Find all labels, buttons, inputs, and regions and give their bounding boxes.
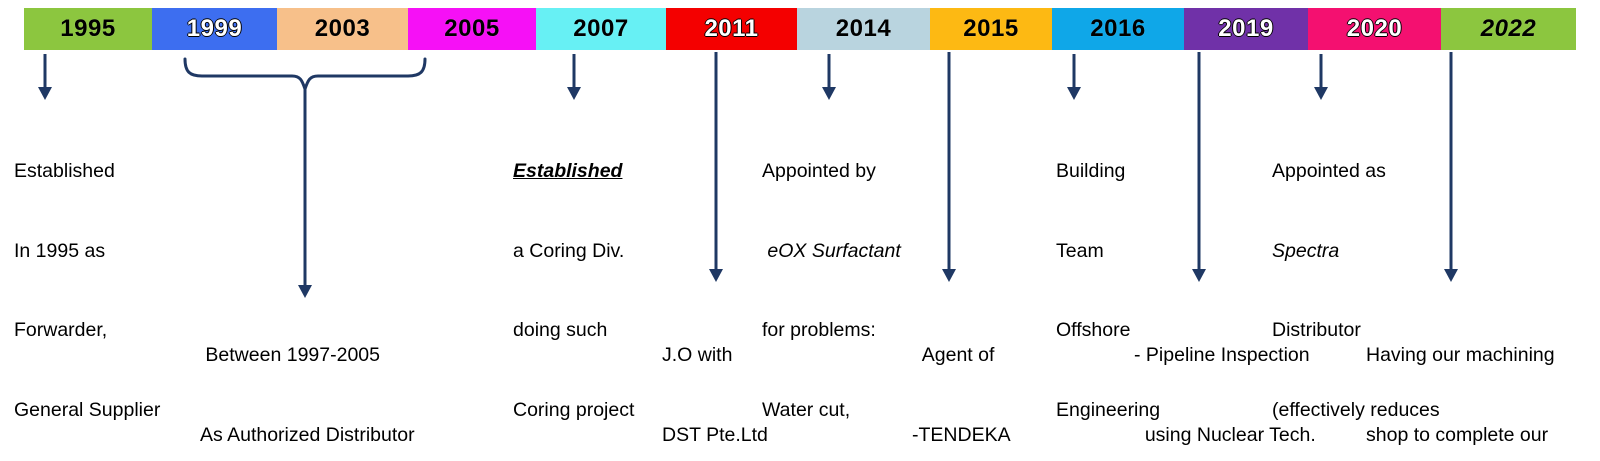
note-1999-2003: Between 1997-2005 As Authorized Distribu…	[200, 289, 415, 461]
note-line: Distributor	[1272, 319, 1361, 341]
note-2011: J.O with DST Pte.Ltd Australia For CBM P…	[662, 289, 768, 461]
note-line: Forwarder,	[14, 319, 108, 341]
timeline-segment-2015[interactable]: 2015	[930, 8, 1052, 50]
note-line: Coring project	[513, 398, 635, 421]
note-line: for problems:	[762, 319, 876, 341]
note-line: Having our machining	[1366, 344, 1555, 366]
note-line: Established	[513, 160, 623, 182]
note-line: Between 1997-2005	[200, 344, 380, 366]
timeline-segment-2014[interactable]: 2014	[797, 8, 930, 50]
note-line: - Pipeline Inspection	[1134, 344, 1310, 366]
note-line: Appointed by	[762, 160, 876, 182]
note-line: -TENDEKA	[912, 423, 1011, 446]
timeline-year-label: 2019	[1218, 15, 1274, 42]
timeline-year-label: 1995	[60, 15, 116, 42]
timeline-segment-2011[interactable]: 2011	[666, 8, 797, 50]
timeline-segment-1995[interactable]: 1995	[24, 8, 152, 50]
timeline-segment-2007[interactable]: 2007	[536, 8, 666, 50]
arrow-1995	[34, 54, 56, 102]
timeline-year-label: 2022	[1480, 15, 1537, 42]
note-2015: Agent of -TENDEKA Swell Packer -ENMAX CP…	[912, 289, 1065, 461]
timeline-year-label: 2007	[573, 15, 629, 42]
arrow-2022	[1440, 52, 1462, 284]
note-line: In 1995 as	[14, 239, 106, 262]
note-line: Team	[1056, 239, 1104, 262]
arrow-2015	[938, 52, 960, 284]
note-line: (effectively reduces	[1272, 398, 1440, 421]
timeline-segment-2020[interactable]: 2020	[1308, 8, 1441, 50]
note-line: Appointed as	[1272, 160, 1386, 182]
arrow-1999-2003	[294, 88, 316, 300]
note-line: shop to complete our	[1366, 423, 1549, 446]
note-line: a Coring Div.	[513, 239, 625, 262]
arrow-2014	[818, 54, 840, 102]
note-2020: Appointed as Spectra Distributor (effect…	[1272, 105, 1444, 461]
note-2019: - Pipeline Inspection using Nuclear Tech…	[1134, 289, 1316, 461]
timeline-segment-2016[interactable]: 2016	[1052, 8, 1184, 50]
note-line: doing such	[513, 319, 608, 341]
timeline-segment-2005[interactable]: 2005	[408, 8, 536, 50]
note-line: J.O with	[662, 344, 733, 366]
timeline-year-label: 1999	[186, 15, 243, 42]
timeline-bar: 1995 1999 2003 2005 2007 2011 2014 2015 …	[24, 8, 1576, 50]
note-line: Established	[14, 160, 115, 182]
arrow-2019	[1188, 52, 1210, 284]
note-2007: Established a Coring Div. doing such Cor…	[513, 105, 634, 461]
arrow-2007	[563, 54, 585, 102]
note-line: Agent of	[912, 344, 995, 366]
note-line: eOX Surfactant	[762, 239, 901, 262]
note-line: As Authorized Distributor	[200, 423, 415, 446]
note-line: Spectra	[1272, 239, 1340, 262]
timeline-year-label: 2016	[1090, 15, 1146, 42]
note-2016: Building Team Offshore Engineering Struc…	[1056, 105, 1160, 461]
note-line: Offshore	[1056, 319, 1131, 341]
arrow-2011	[705, 52, 727, 284]
timeline-segment-2003[interactable]: 2003	[277, 8, 408, 50]
note-line: Engineering	[1056, 398, 1161, 421]
note-2022: Having our machining shop to complete ou…	[1366, 289, 1555, 461]
timeline-year-label: 2011	[704, 15, 759, 42]
arrow-2020	[1310, 54, 1332, 102]
timeline-year-label: 2014	[835, 15, 892, 42]
timeline-year-label: 2003	[314, 15, 371, 42]
note-2014: Appointed by eOX Surfactant for problems…	[762, 105, 901, 461]
note-line: DST Pte.Ltd	[662, 423, 768, 446]
note-1995: Established In 1995 as Forwarder, Genera…	[14, 105, 160, 461]
note-line: Water cut,	[762, 398, 851, 421]
arrow-2016	[1063, 54, 1085, 102]
timeline-year-label: 2020	[1346, 15, 1403, 42]
timeline-year-label: 2005	[444, 15, 500, 42]
note-line: Building	[1056, 160, 1126, 182]
timeline-segment-2022[interactable]: 2022	[1441, 8, 1576, 50]
timeline-year-label: 2015	[963, 15, 1019, 42]
timeline-segment-1999[interactable]: 1999	[152, 8, 277, 50]
note-line: using Nuclear Tech.	[1134, 423, 1316, 446]
note-line: General Supplier	[14, 398, 161, 421]
timeline-segment-2019[interactable]: 2019	[1184, 8, 1308, 50]
